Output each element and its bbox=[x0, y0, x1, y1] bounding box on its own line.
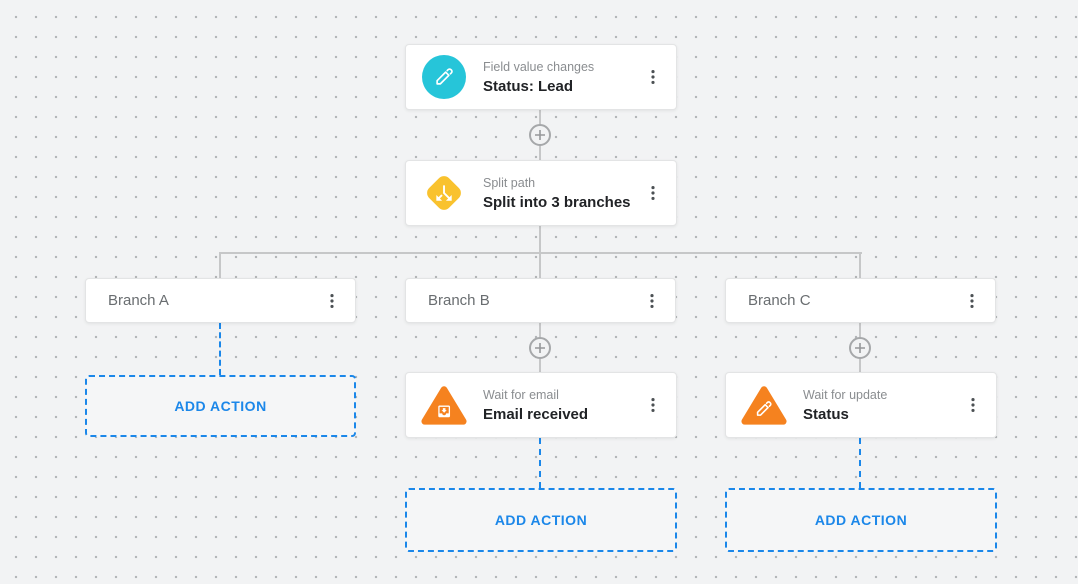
wait-update-menu-button[interactable] bbox=[960, 389, 986, 421]
branch-a-menu-button[interactable] bbox=[319, 285, 345, 317]
pencil-triangle-icon bbox=[741, 386, 787, 425]
insert-step-button[interactable] bbox=[849, 337, 871, 359]
trigger-category: Field value changes bbox=[483, 59, 595, 74]
dashed-connector-branch-a bbox=[219, 323, 221, 375]
kebab-menu-icon bbox=[330, 293, 334, 308]
plus-icon bbox=[535, 130, 545, 140]
wait-email-icon-badge bbox=[420, 381, 468, 429]
add-action-button-branch-c[interactable]: ADD ACTION bbox=[725, 488, 997, 552]
add-action-label: ADD ACTION bbox=[814, 512, 908, 528]
branch-b-menu-button[interactable] bbox=[639, 285, 665, 317]
wait-update-icon-badge bbox=[740, 381, 788, 429]
kebab-menu-icon bbox=[650, 293, 654, 308]
insert-step-button[interactable] bbox=[529, 124, 551, 146]
insert-step-button[interactable] bbox=[529, 337, 551, 359]
kebab-menu-icon bbox=[971, 398, 975, 412]
kebab-menu-icon bbox=[970, 293, 974, 308]
add-action-button-branch-a[interactable]: ADD ACTION bbox=[85, 375, 356, 437]
dashed-connector-branch-c bbox=[859, 438, 861, 488]
connector-branch-b-stub bbox=[539, 252, 541, 278]
add-action-label: ADD ACTION bbox=[174, 398, 267, 414]
branch-b-label: Branch B bbox=[428, 292, 490, 309]
wait-update-detail: Status bbox=[803, 405, 849, 423]
trigger-node[interactable]: Field value changes Status: Lead bbox=[405, 44, 677, 110]
split-menu-button[interactable] bbox=[640, 177, 666, 209]
inbox-download-icon bbox=[421, 386, 467, 425]
wait-email-category: Wait for email bbox=[483, 387, 559, 402]
split-category: Split path bbox=[483, 175, 536, 190]
pencil-icon bbox=[422, 55, 466, 99]
branch-b-card[interactable]: Branch B bbox=[405, 278, 676, 323]
branch-c-card[interactable]: Branch C bbox=[725, 278, 996, 323]
wait-email-node[interactable]: Wait for email Email received bbox=[405, 372, 677, 438]
branch-c-menu-button[interactable] bbox=[959, 285, 985, 317]
plus-icon bbox=[855, 343, 865, 353]
trigger-icon-badge bbox=[420, 53, 468, 101]
kebab-menu-icon bbox=[651, 186, 655, 200]
add-action-label: ADD ACTION bbox=[494, 512, 588, 528]
branch-c-label: Branch C bbox=[748, 292, 811, 309]
dashed-connector-branch-b bbox=[539, 438, 541, 488]
wait-update-text: Wait for update Status bbox=[803, 388, 960, 423]
split-detail: Split into 3 branches bbox=[483, 193, 631, 211]
split-path-node[interactable]: Split path Split into 3 branches bbox=[405, 160, 677, 226]
wait-email-menu-button[interactable] bbox=[640, 389, 666, 421]
kebab-menu-icon bbox=[651, 70, 655, 84]
trigger-text: Field value changes Status: Lead bbox=[483, 60, 640, 95]
connector-branch-c-stub bbox=[859, 252, 861, 278]
wait-update-category: Wait for update bbox=[803, 387, 888, 402]
wait-email-detail: Email received bbox=[483, 405, 589, 423]
wait-update-node[interactable]: Wait for update Status bbox=[725, 372, 997, 438]
trigger-menu-button[interactable] bbox=[640, 61, 666, 93]
wait-email-text: Wait for email Email received bbox=[483, 388, 640, 423]
trigger-detail: Status: Lead bbox=[483, 77, 574, 95]
branch-a-label: Branch A bbox=[108, 292, 169, 309]
plus-icon bbox=[535, 343, 545, 353]
connector-split-down bbox=[539, 226, 541, 253]
add-action-button-branch-b[interactable]: ADD ACTION bbox=[405, 488, 677, 552]
split-icon-badge bbox=[420, 169, 468, 217]
kebab-menu-icon bbox=[651, 398, 655, 412]
split-arrows-icon bbox=[427, 176, 461, 210]
branch-a-card[interactable]: Branch A bbox=[85, 278, 356, 323]
split-text: Split path Split into 3 branches bbox=[483, 176, 640, 211]
connector-branch-a-stub bbox=[219, 252, 221, 278]
